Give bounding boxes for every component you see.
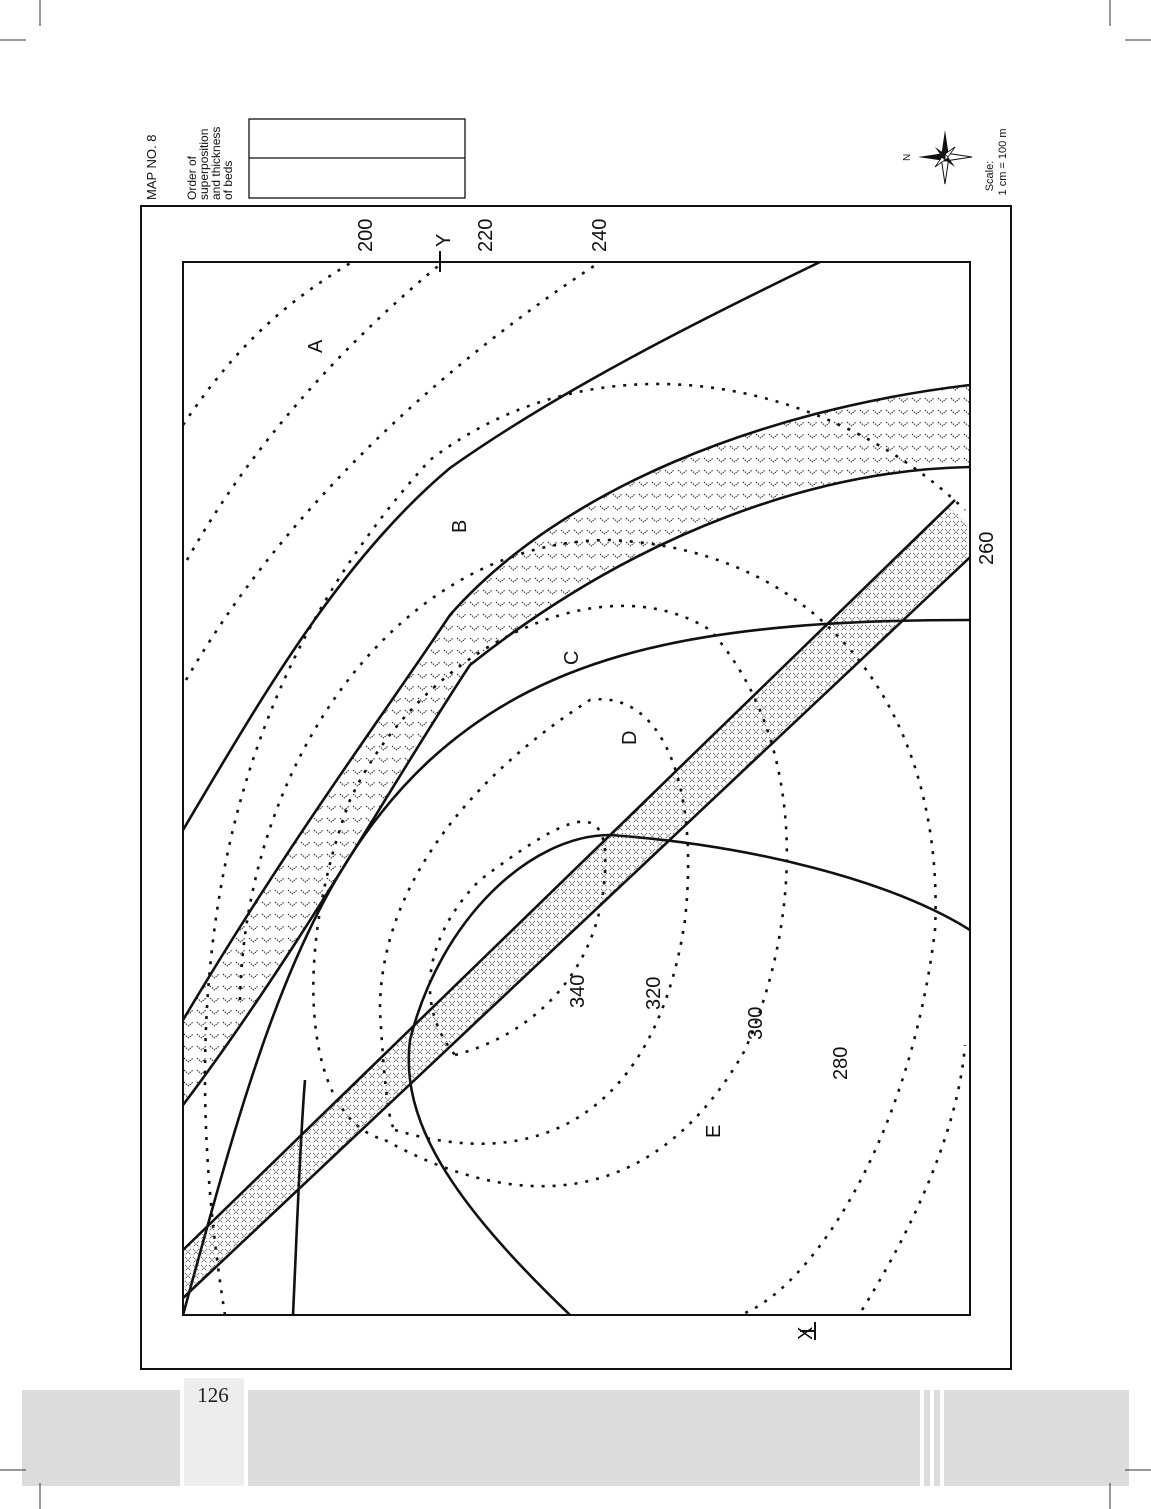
legend-line-1: Order of (185, 155, 199, 200)
chevron-bed (183, 385, 970, 1105)
legend-line-4: of beds (221, 161, 235, 200)
contour-260-right (860, 1044, 967, 1311)
contour-label-340: 340 (567, 975, 589, 1008)
contour-label-320: 320 (643, 977, 665, 1010)
boundary-left-vertical (291, 1079, 307, 1315)
contour-220 (184, 262, 601, 681)
map-title: MAP NO. 8 (144, 134, 159, 200)
page-number: 126 (197, 1383, 229, 1407)
boundary-d-e (407, 833, 970, 1315)
section-label-x: X (795, 1327, 817, 1340)
boundary-chevron-c (183, 465, 970, 1106)
boundary-b-chevron (183, 383, 970, 1021)
north-arrow-icon (918, 130, 973, 185)
bed-label-e: E (703, 1125, 725, 1138)
bed-label-a: A (305, 339, 327, 353)
contour-label-220: 220 (475, 219, 497, 252)
bed-label-b: B (449, 520, 471, 533)
footer-stripe (930, 1390, 934, 1486)
legend-line-3: and thickness (209, 127, 223, 200)
contour-320 (378, 697, 690, 1146)
footer-stripe (920, 1390, 924, 1486)
map-frame (182, 261, 971, 1316)
contour-label-280: 280 (830, 1047, 852, 1080)
boundary-a-b (183, 262, 821, 831)
contour-label-240: 240 (589, 219, 611, 252)
contour-280 (238, 538, 937, 1315)
contour-label-300: 300 (745, 1007, 767, 1040)
section-label-y: Y (433, 234, 455, 247)
legend-line-2: superposition (197, 129, 211, 200)
scale-line-2: 1 cm = 100 m (997, 129, 1009, 196)
north-label: N (902, 154, 913, 161)
contour-200 (183, 262, 353, 426)
scale-line-1: Scale: (984, 161, 996, 192)
contour-label-200: 200 (355, 219, 377, 252)
dyke (183, 505, 970, 1298)
footer-stripe (940, 1390, 944, 1486)
contour-a-inner (185, 262, 444, 561)
bed-label-d: D (619, 731, 641, 745)
contour-label-260: 260 (976, 532, 998, 565)
dyke-edge-upper (183, 499, 956, 1251)
page-number-tab (180, 1378, 248, 1486)
legend-box (248, 118, 466, 199)
outer-frame (140, 205, 1012, 1370)
bed-label-c: C (561, 651, 583, 665)
boundary-c-d (183, 618, 970, 1315)
dyke-edge-lower (183, 555, 970, 1299)
